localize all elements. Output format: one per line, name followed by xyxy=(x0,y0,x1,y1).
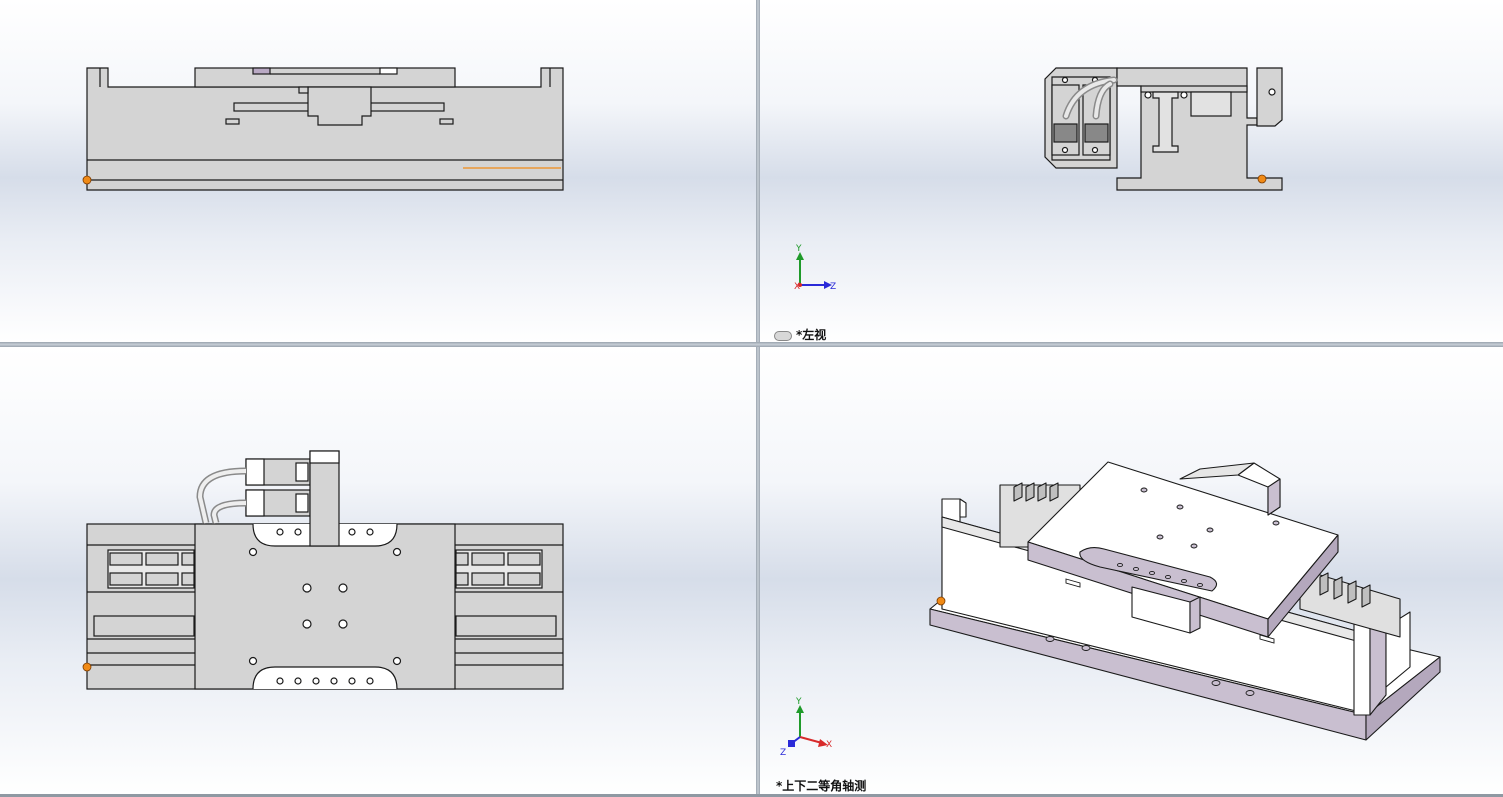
view-name-text: *左视 xyxy=(796,328,827,342)
triad-y-label: Y xyxy=(795,244,802,254)
left-cable-module-2 xyxy=(1082,84,1111,156)
top-bracket xyxy=(309,450,340,547)
link-icon xyxy=(774,330,792,341)
view-name-label: *上下二等角轴测 xyxy=(776,779,867,793)
front-carriage-plate xyxy=(194,67,456,88)
front-slider-block xyxy=(307,86,372,126)
viewport-top[interactable] xyxy=(0,347,756,794)
left-view-drawing: Y Z X xyxy=(794,67,1283,292)
axis-triad-icon: Y X Z xyxy=(780,697,832,758)
left-right-tab xyxy=(1256,67,1283,127)
origin-marker-icon xyxy=(936,596,946,606)
triad-x-label: X xyxy=(794,282,800,292)
origin-marker-icon xyxy=(82,662,92,672)
iso-holes xyxy=(1045,487,1280,696)
viewport-splitter-vertical[interactable] xyxy=(756,0,760,797)
origin-marker-icon xyxy=(82,175,92,185)
top-view-drawing xyxy=(82,450,564,690)
axis-triad-icon: Y Z X xyxy=(794,244,836,292)
viewport-isometric[interactable]: Y X Z *上下二等角轴测 xyxy=(760,347,1503,794)
triad-y-label: Y xyxy=(795,697,802,707)
viewport-splitter-horizontal[interactable] xyxy=(0,342,1503,347)
triad-z-label: Z xyxy=(830,282,836,292)
origin-marker-icon xyxy=(1257,174,1267,184)
triad-z-label: Z xyxy=(780,748,786,758)
top-carriage-plate xyxy=(194,523,456,690)
triad-x-label: X xyxy=(826,740,832,750)
graphics-area-bottom-edge xyxy=(0,794,1503,797)
view-name-label: *左视 xyxy=(774,326,826,342)
viewport-front[interactable] xyxy=(0,0,756,342)
top-plate-holes xyxy=(248,528,402,685)
viewport-left[interactable]: Y Z X *左视 xyxy=(760,0,1503,342)
isometric-view-drawing: Y X Z xyxy=(780,461,1441,758)
front-view-drawing xyxy=(82,67,564,191)
left-rail-profile xyxy=(1152,91,1179,153)
